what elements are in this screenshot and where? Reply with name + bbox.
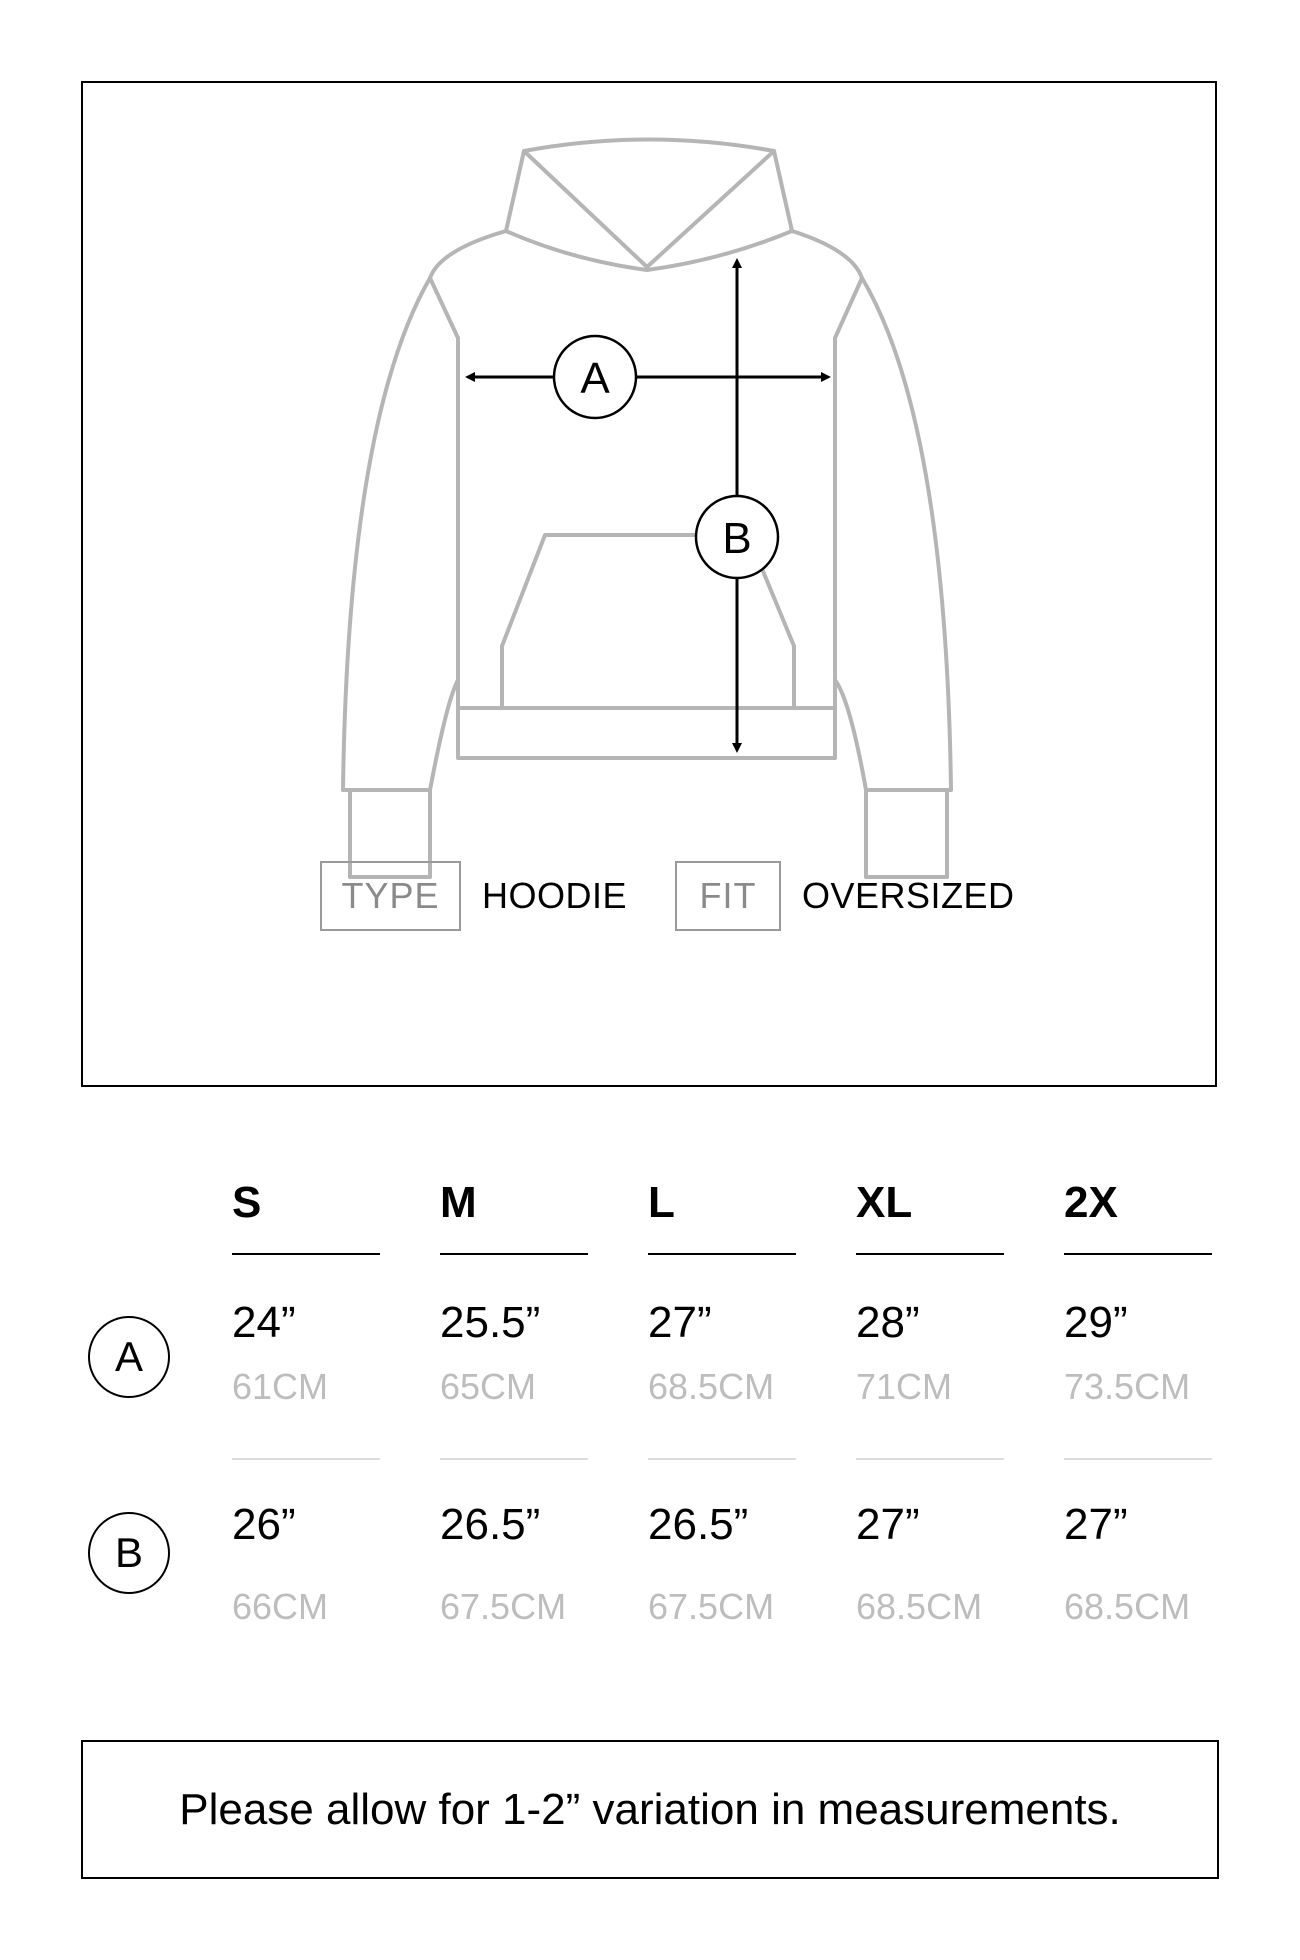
row-divider	[232, 1458, 380, 1460]
header-rule	[440, 1253, 588, 1255]
row-b-marker: B	[88, 1512, 170, 1594]
row-b-inches-l: 26.5”	[648, 1500, 749, 1549]
fit-value: OVERSIZED	[802, 875, 1015, 916]
row-b-inches-m: 26.5”	[440, 1500, 541, 1549]
row-divider	[856, 1458, 1004, 1460]
size-header-l: L	[648, 1178, 675, 1227]
row-b-cm-l: 67.5CM	[648, 1586, 775, 1627]
size-header-2x: 2X	[1064, 1178, 1118, 1227]
row-a-inches-xl: 28”	[856, 1298, 920, 1347]
row-b-cm-xl: 68.5CM	[856, 1586, 983, 1627]
hoodie-diagram-frame	[81, 81, 1217, 1087]
variation-note: Please allow for 1-2” variation in measu…	[81, 1740, 1219, 1879]
size-header-xl: XL	[856, 1178, 913, 1227]
row-b-cm-m: 67.5CM	[440, 1586, 567, 1627]
marker-a-circle: A	[552, 334, 638, 420]
hoodie-outline	[341, 137, 953, 879]
row-divider	[440, 1458, 588, 1460]
header-rule	[1064, 1253, 1212, 1255]
row-b-inches-2x: 27”	[1064, 1500, 1128, 1549]
row-divider	[648, 1458, 796, 1460]
row-a-marker: A	[88, 1316, 170, 1398]
type-value: HOODIE	[482, 875, 628, 916]
marker-a-label: A	[580, 354, 610, 403]
row-a-inches-s: 24”	[232, 1298, 296, 1347]
row-divider	[1064, 1458, 1212, 1460]
row-a-inches-2x: 29”	[1064, 1298, 1128, 1347]
row-a-cm-2x: 73.5CM	[1064, 1366, 1191, 1407]
hoodie-outline-diagram: A B	[341, 137, 953, 879]
marker-b-circle: B	[694, 494, 780, 580]
row-b-inches-xl: 27”	[856, 1500, 920, 1549]
size-header-m: M	[440, 1178, 477, 1227]
row-b-cm-s: 66CM	[232, 1586, 329, 1627]
row-b-cm-2x: 68.5CM	[1064, 1586, 1191, 1627]
fit-tag: FIT	[675, 861, 781, 931]
row-a-inches-m: 25.5”	[440, 1298, 541, 1347]
row-a-cm-xl: 71CM	[856, 1366, 953, 1407]
row-a-cm-l: 68.5CM	[648, 1366, 775, 1407]
header-rule	[648, 1253, 796, 1255]
marker-b-label: B	[722, 514, 751, 563]
type-tag: TYPE	[320, 861, 461, 931]
row-b-inches-s: 26”	[232, 1500, 296, 1549]
header-rule	[856, 1253, 1004, 1255]
header-rule	[232, 1253, 380, 1255]
size-header-s: S	[232, 1178, 262, 1227]
row-a-cm-m: 65CM	[440, 1366, 537, 1407]
row-a-cm-s: 61CM	[232, 1366, 329, 1407]
row-a-inches-l: 27”	[648, 1298, 712, 1347]
